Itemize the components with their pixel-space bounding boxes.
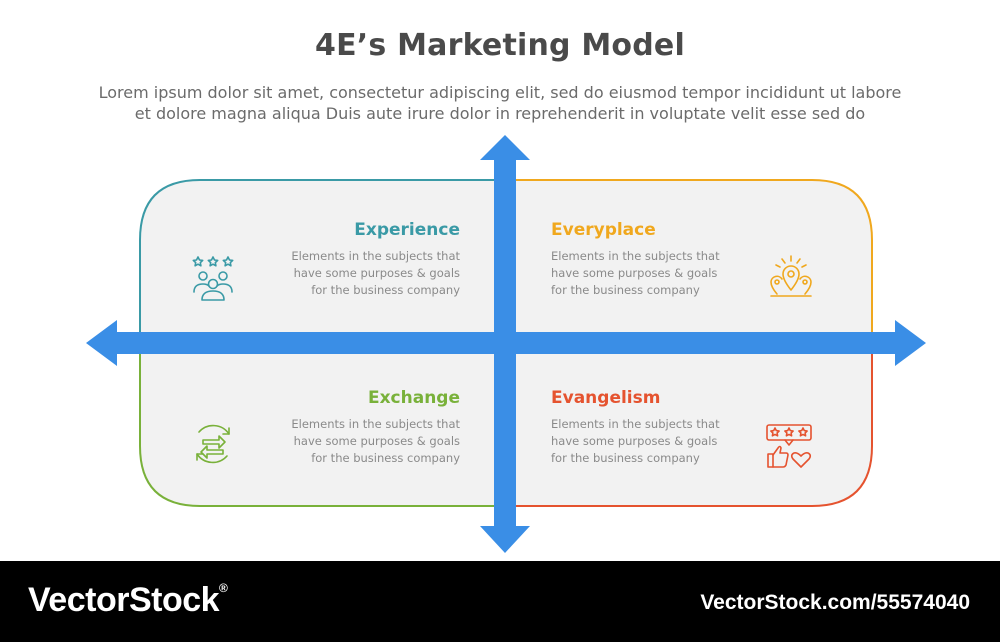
quadrant-diagram (86, 135, 926, 553)
desc-line: for the business company (311, 451, 460, 465)
desc-line: Elements in the subjects that (291, 417, 460, 431)
review-like-icon (766, 424, 812, 468)
quadrant-experience-description: Elements in the subjects that have some … (270, 248, 460, 299)
page-subtitle: Lorem ipsum dolor sit amet, consectetur … (40, 82, 960, 124)
desc-line: for the business company (311, 283, 460, 297)
footer-bar: VectorStock® VectorStock.com/55574040 (0, 561, 1000, 642)
desc-line: for the business company (551, 451, 700, 465)
evangelism-outline (505, 343, 873, 507)
quadrant-everyplace-title: Everyplace (551, 220, 656, 240)
subtitle-line-1: Lorem ipsum dolor sit amet, consectetur … (98, 83, 902, 102)
desc-line: have some purposes & goals (551, 434, 718, 448)
quadrant-evangelism-description: Elements in the subjects that have some … (551, 416, 741, 467)
desc-line: have some purposes & goals (551, 266, 718, 280)
quadrant-experience-title: Experience (354, 220, 460, 240)
desc-line: have some purposes & goals (293, 434, 460, 448)
desc-line: have some purposes & goals (293, 266, 460, 280)
exchange-cycle-icon (196, 424, 230, 464)
quadrant-evangelism-title: Evangelism (551, 388, 661, 408)
location-pins-icon (770, 255, 812, 297)
desc-line: Elements in the subjects that (291, 249, 460, 263)
exchange-outline (139, 343, 505, 507)
logo-text: VectorStock (28, 581, 220, 619)
page-title: 4E’s Marketing Model (315, 28, 685, 63)
quadrant-exchange-description: Elements in the subjects that have some … (270, 416, 460, 467)
desc-line: Elements in the subjects that (551, 249, 720, 263)
desc-line: for the business company (551, 283, 700, 297)
horizontal-arrow (86, 320, 926, 366)
everyplace-outline (505, 179, 873, 343)
people-rating-icon (192, 256, 234, 301)
desc-line: Elements in the subjects that (551, 417, 720, 431)
vectorstock-logo: VectorStock® (28, 581, 228, 620)
quadrant-exchange-title: Exchange (367, 388, 460, 408)
quadrant-everyplace-description: Elements in the subjects that have some … (551, 248, 741, 299)
subtitle-line-2: et dolore magna aliqua Duis aute irure d… (134, 104, 866, 123)
experience-outline (139, 179, 505, 343)
logo-registered-mark: ® (219, 581, 228, 595)
stock-id: VectorStock.com/55574040 (700, 591, 970, 614)
